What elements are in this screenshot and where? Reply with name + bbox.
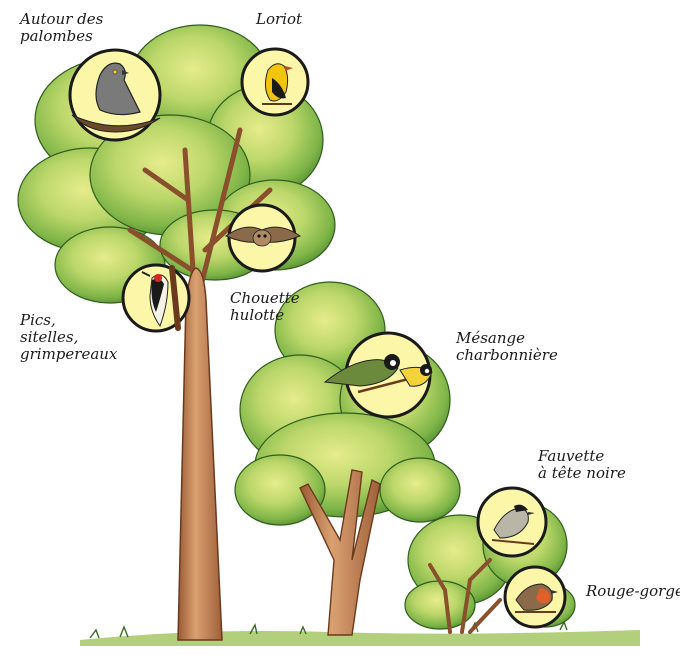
tawny-owl-icon [225, 226, 302, 247]
woodpecker-medallion [121, 263, 191, 333]
tall-tree-branches [127, 127, 273, 303]
goshawk-on-nest-icon [71, 62, 161, 133]
robin-icon [515, 583, 558, 613]
great-tit-icon [323, 354, 433, 394]
oriole-medallion [240, 47, 310, 117]
blackcap-icon [491, 504, 535, 545]
label-goshawk-line1: Autour des [20, 10, 104, 28]
tall-tree-crown [17, 24, 336, 304]
label-owl-line2: hulotte [230, 306, 285, 324]
label-woodpeckers-line3: grimpereaux [20, 345, 118, 363]
label-goshawk: Autour des palombes [20, 11, 103, 45]
label-robin: Rouge-gorge [586, 583, 680, 600]
small-shrub-stems [428, 558, 502, 634]
label-woodpeckers-line1: Pics, [20, 311, 56, 329]
great-tit-medallion [323, 331, 433, 419]
label-owl: Chouette hulotte [230, 290, 300, 324]
medium-tree-trunk [299, 469, 381, 636]
label-great-tit-line2: charbonnière [456, 346, 558, 364]
label-oriole-line1: Loriot [256, 10, 303, 28]
tall-tree [17, 24, 336, 641]
label-owl-line1: Chouette [230, 289, 300, 307]
label-blackcap-line1: Fauvette [538, 447, 605, 465]
label-goshawk-line2: palombes [20, 27, 93, 45]
robin-medallion [503, 565, 567, 629]
label-robin-line1: Rouge-gorge [586, 582, 680, 600]
label-woodpeckers: Pics, sitelles, grimpereaux [20, 312, 117, 363]
label-woodpeckers-line2: sitelles, [20, 328, 79, 346]
owl-medallion [225, 203, 302, 273]
label-oriole: Loriot [256, 11, 302, 28]
tall-tree-trunk [177, 267, 223, 641]
oriole-icon [262, 63, 293, 105]
label-great-tit-line1: Mésange [456, 329, 526, 347]
goshawk-medallion [68, 48, 162, 142]
blackcap-medallion [476, 486, 548, 558]
label-great-tit: Mésange charbonnière [456, 330, 558, 364]
label-blackcap-line2: à tête noire [538, 464, 626, 482]
label-blackcap: Fauvette à tête noire [538, 448, 626, 482]
woodpecker-icon [141, 265, 181, 331]
